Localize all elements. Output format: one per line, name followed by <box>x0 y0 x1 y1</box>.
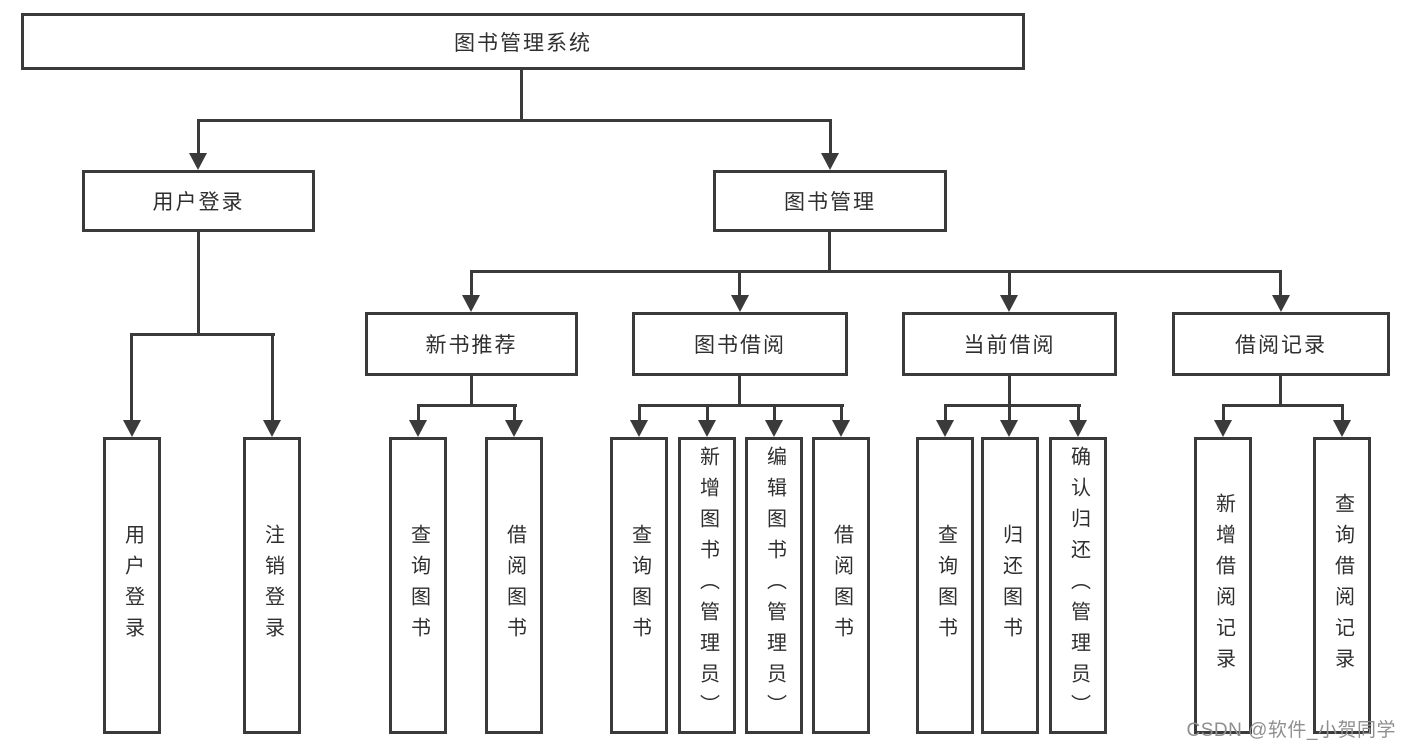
connector-line <box>773 404 776 422</box>
node-label: 借阅记录 <box>1235 334 1327 357</box>
leaf-label: 查询图书 <box>407 523 430 648</box>
leaf-query-books-recommend: 查询图书 <box>389 437 447 734</box>
arrowhead-icon <box>409 420 427 437</box>
leaf-logout: 注销登录 <box>243 437 301 734</box>
connector-line <box>513 404 516 422</box>
leaf-user-login: 用户登录 <box>103 437 161 734</box>
connector-line <box>197 119 200 155</box>
leaf-query-borrow-record: 查询借阅记录 <box>1313 437 1371 734</box>
connector-line <box>520 70 523 121</box>
node-new-book-recommendation: 新书推荐 <box>365 312 578 376</box>
leaf-label: 归还图书 <box>999 523 1022 648</box>
connector-line <box>470 270 473 297</box>
connector-line <box>944 404 947 422</box>
connector-line <box>1341 404 1344 422</box>
csdn-watermark: CSDN @软件_小贺同学 <box>1186 720 1396 741</box>
leaf-confirm-return-admin: 确认归还（管理员） <box>1049 437 1107 734</box>
connector-line <box>130 333 133 422</box>
leaf-label: 注销登录 <box>261 523 284 648</box>
leaf-borrow-books-borrowing: 借阅图书 <box>812 437 870 734</box>
connector-line <box>470 376 473 406</box>
leaf-add-borrow-record: 新增借阅记录 <box>1194 437 1252 734</box>
connector-line <box>840 404 843 422</box>
connector-line <box>706 404 709 422</box>
node-book-management: 图书管理 <box>713 170 947 232</box>
node-label: 用户登录 <box>152 191 245 214</box>
connector-line <box>1222 404 1344 407</box>
connector-line <box>271 333 274 422</box>
arrowhead-icon <box>1333 420 1351 437</box>
leaf-label: 新增图书（管理员） <box>696 446 719 725</box>
leaf-query-books-borrowing: 查询图书 <box>610 437 668 734</box>
arrowhead-icon <box>821 153 839 170</box>
connector-line <box>197 232 200 336</box>
leaf-label: 新增借阅记录 <box>1212 492 1235 679</box>
arrowhead-icon <box>123 420 141 437</box>
connector-line <box>1008 270 1011 297</box>
connector-line <box>417 404 420 422</box>
arrowhead-icon <box>1214 420 1232 437</box>
arrowhead-icon <box>832 420 850 437</box>
node-label: 图书管理 <box>784 191 876 214</box>
leaf-label: 用户登录 <box>121 523 144 648</box>
arrowhead-icon <box>1000 295 1018 312</box>
node-label: 新书推荐 <box>425 334 518 357</box>
connector-line <box>1279 376 1282 406</box>
leaf-label: 借阅图书 <box>503 523 526 648</box>
connector-line <box>944 404 1081 407</box>
connector-line <box>1222 404 1225 422</box>
connector-line <box>1008 376 1011 406</box>
arrowhead-icon <box>1069 420 1087 437</box>
node-borrowing-records: 借阅记录 <box>1172 312 1390 376</box>
arrowhead-icon <box>731 295 749 312</box>
leaf-borrow-books-recommend: 借阅图书 <box>485 437 543 734</box>
arrowhead-icon <box>462 295 480 312</box>
connector-line <box>638 404 641 422</box>
connector-line <box>417 404 517 407</box>
connector-line <box>829 119 832 155</box>
connector-line <box>1279 270 1282 297</box>
arrowhead-icon <box>765 420 783 437</box>
leaf-edit-book-admin: 编辑图书（管理员） <box>745 437 803 734</box>
leaf-label: 确认归还（管理员） <box>1067 446 1090 725</box>
connector-line <box>738 270 741 297</box>
connector-line <box>828 232 831 273</box>
arrowhead-icon <box>189 153 207 170</box>
node-label: 当前借阅 <box>963 334 1056 357</box>
arrowhead-icon <box>936 420 954 437</box>
connector-line <box>1008 404 1011 422</box>
node-user-login: 用户登录 <box>82 170 315 232</box>
leaf-add-book-admin: 新增图书（管理员） <box>678 437 736 734</box>
leaf-label: 查询借阅记录 <box>1331 492 1354 679</box>
node-current-borrowing: 当前借阅 <box>902 312 1117 376</box>
arrowhead-icon <box>1272 295 1290 312</box>
node-label: 图书借阅 <box>694 334 786 357</box>
arrowhead-icon <box>698 420 716 437</box>
node-label: 图书管理系统 <box>454 31 592 55</box>
connector-line <box>130 333 275 336</box>
arrowhead-icon <box>1000 420 1018 437</box>
node-book-borrowing: 图书借阅 <box>632 312 848 376</box>
leaf-label: 查询图书 <box>934 523 957 648</box>
connector-line <box>197 119 832 122</box>
connector-line <box>738 376 741 406</box>
connector-line <box>470 270 1282 273</box>
connector-line <box>638 404 844 407</box>
leaf-label: 查询图书 <box>628 523 651 648</box>
arrowhead-icon <box>505 420 523 437</box>
connector-line <box>1077 404 1080 422</box>
leaf-query-books-current: 查询图书 <box>916 437 974 734</box>
leaf-return-books: 归还图书 <box>981 437 1039 734</box>
arrowhead-icon <box>630 420 648 437</box>
leaf-label: 借阅图书 <box>830 523 853 648</box>
arrowhead-icon <box>263 420 281 437</box>
node-book-management-system: 图书管理系统 <box>21 13 1025 70</box>
leaf-label: 编辑图书（管理员） <box>763 446 786 725</box>
